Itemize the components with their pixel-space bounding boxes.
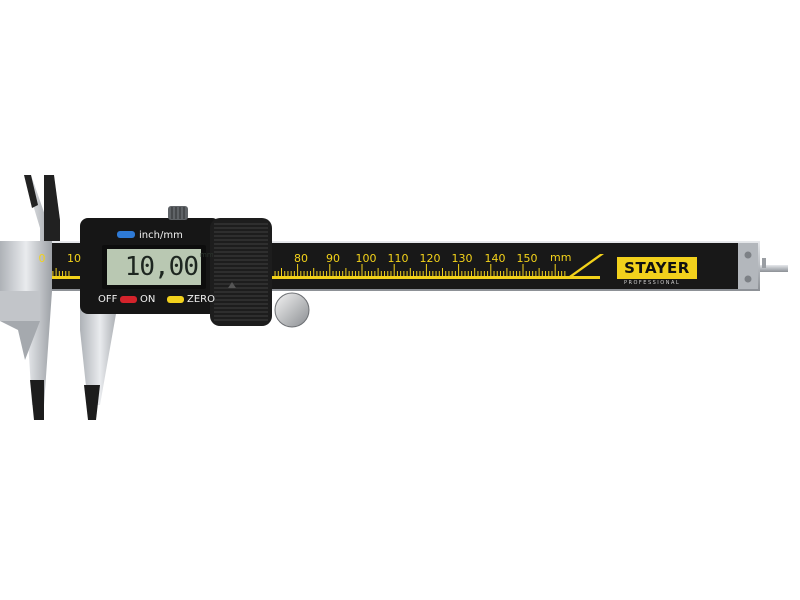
lock-screw-icon [168, 206, 188, 220]
scale-unit-label: mm [550, 251, 572, 264]
scale-number: 140 [484, 252, 506, 265]
on-off-button[interactable] [120, 296, 137, 303]
scale-number: 120 [419, 252, 441, 265]
scale-number: 90 [326, 252, 340, 265]
screw-icon [744, 275, 752, 283]
display-housing [80, 206, 272, 326]
scale-ticks [39, 264, 566, 276]
inch-mm-label: inch/mm [139, 230, 183, 241]
scale-number: 0 [38, 252, 46, 265]
screw-icon [744, 251, 752, 259]
brand-logo: STAYER [617, 257, 697, 279]
sliding-jaw [44, 175, 120, 420]
lcd-reading: 10,00 [124, 252, 199, 282]
depth-rod [758, 258, 788, 272]
zero-button[interactable] [167, 296, 184, 303]
scale-number: 80 [294, 252, 308, 265]
fixed-jaw [0, 175, 52, 420]
inch-mm-button[interactable] [117, 231, 135, 238]
lcd-unit: mm [200, 251, 214, 259]
arrow-icon [228, 282, 236, 288]
on-label: ON [140, 294, 156, 305]
scale-number: 130 [451, 252, 473, 265]
scale-number: 100 [355, 252, 377, 265]
brand-tagline: PROFESSIONAL [624, 280, 681, 286]
scale-number: 110 [387, 252, 409, 265]
thumb-roller[interactable] [274, 292, 310, 328]
off-label: OFF [98, 294, 118, 305]
zero-label: ZERO [187, 294, 215, 305]
lcd-screen [107, 249, 201, 285]
scale-number: 150 [516, 252, 538, 265]
scale-number: 10 [67, 252, 81, 265]
